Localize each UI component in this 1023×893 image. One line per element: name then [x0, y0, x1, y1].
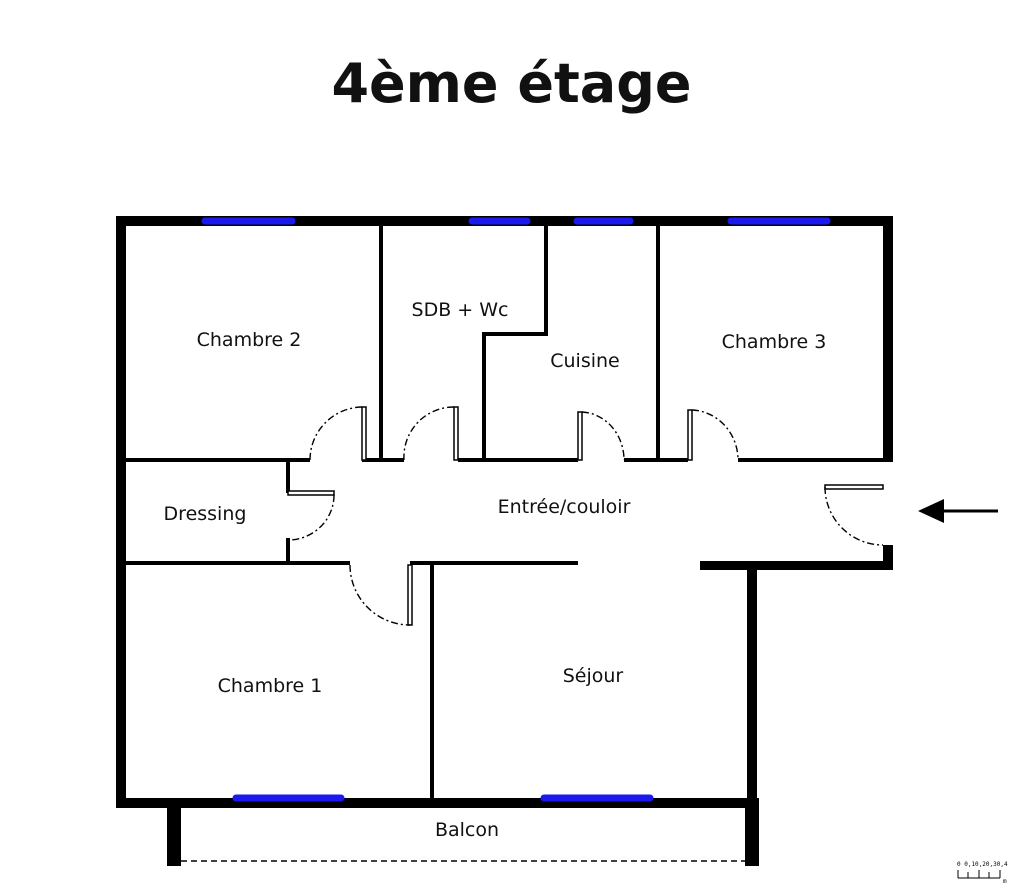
room-label-sejour: Séjour: [563, 665, 624, 687]
west-wall: [116, 216, 126, 808]
room-label-balcon: Balcon: [435, 819, 499, 841]
door-chambre1: [349, 564, 413, 626]
door-cuisine: [577, 411, 625, 461]
door-dressing: [287, 490, 335, 541]
south-wall: [116, 798, 757, 808]
balcon-wall-east: [745, 798, 759, 866]
east-wall-lower: [883, 545, 893, 570]
room-label-chambre3: Chambre 3: [722, 331, 827, 353]
balcon-wall-west: [167, 798, 181, 866]
room-label-cuisine: Cuisine: [550, 350, 620, 372]
room-label-sdb: SDB + Wc: [412, 299, 509, 321]
door-chambre3: [687, 409, 739, 461]
sejour-east-wall: [747, 561, 757, 808]
east-wall-upper: [883, 216, 893, 462]
floor-title: 4ème étage: [331, 52, 692, 115]
wall-sdb-cuisine: [482, 226, 548, 460]
room-label-chambre2: Chambre 2: [197, 329, 302, 351]
room-label-dressing: Dressing: [164, 503, 247, 525]
doors: [287, 406, 884, 626]
interior-walls: [126, 226, 883, 798]
room-label-chambre1: Chambre 1: [218, 675, 323, 697]
door-chambre2: [309, 406, 367, 461]
scale-ticks: 0 0,10,20,30,4: [957, 861, 1008, 868]
scale-unit: m: [1003, 878, 1007, 885]
door-sdb: [403, 406, 459, 461]
arrow-left-icon: [918, 499, 998, 523]
room-label-entree: Entrée/couloir: [498, 496, 631, 518]
corridor-south-wall-east: [700, 561, 893, 570]
windows: [201, 217, 831, 802]
scale-bar: 0 0,10,20,30,4 m: [957, 861, 1008, 885]
door-entrance: [824, 484, 884, 546]
